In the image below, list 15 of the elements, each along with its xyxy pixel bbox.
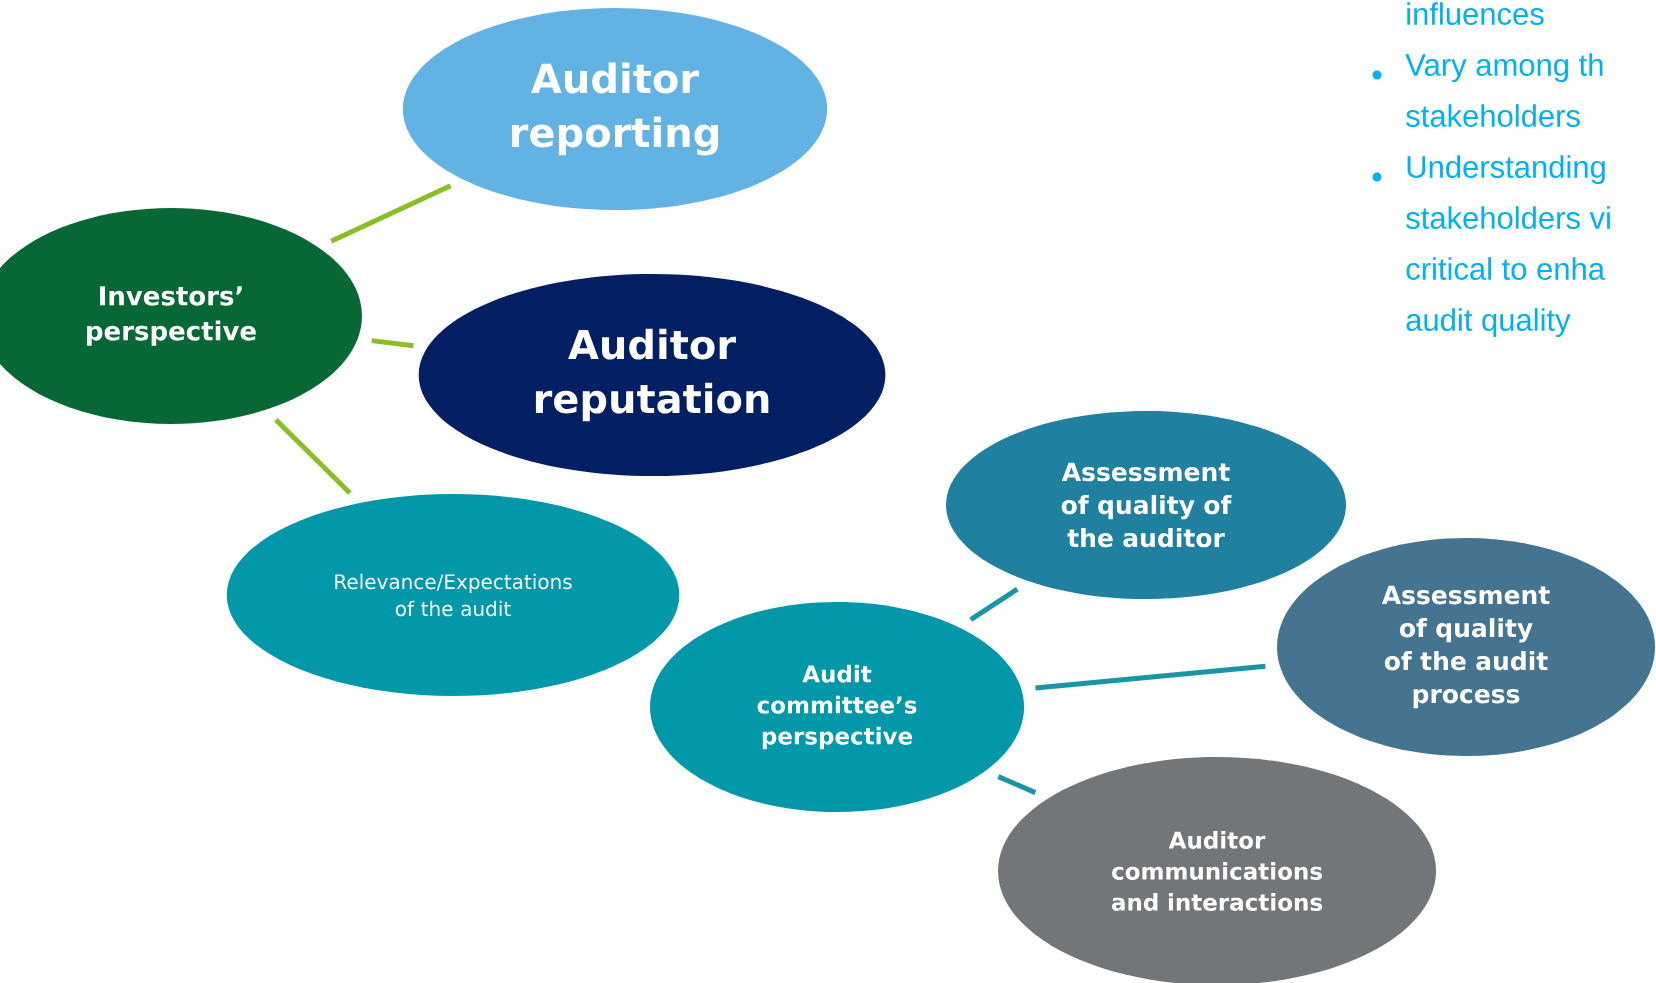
connector-line — [997, 774, 1037, 795]
bullet-item: Understanding stakeholders vi critical to enha audit quality — [1372, 155, 1610, 338]
connector-line — [371, 338, 414, 349]
ellipse-node: Assessment of quality of the audit process — [1277, 538, 1655, 756]
ellipse-node: Audit committee’s perspective — [650, 602, 1024, 812]
connector-line — [330, 183, 452, 244]
ellipse-node: Assessment of quality of the auditor — [946, 411, 1346, 599]
connector-line — [274, 418, 352, 495]
ellipse-node: Auditor reporting — [402, 8, 828, 210]
connector-line — [1035, 663, 1266, 691]
connector-line — [969, 587, 1019, 622]
ellipse-node: Auditor reputation — [418, 274, 886, 476]
text-line: influences — [1407, 2, 1544, 25]
bullet-item: Vary among th stakeholders — [1372, 53, 1603, 127]
ellipse-node: Relevance/Expectations of the audit — [226, 494, 680, 696]
